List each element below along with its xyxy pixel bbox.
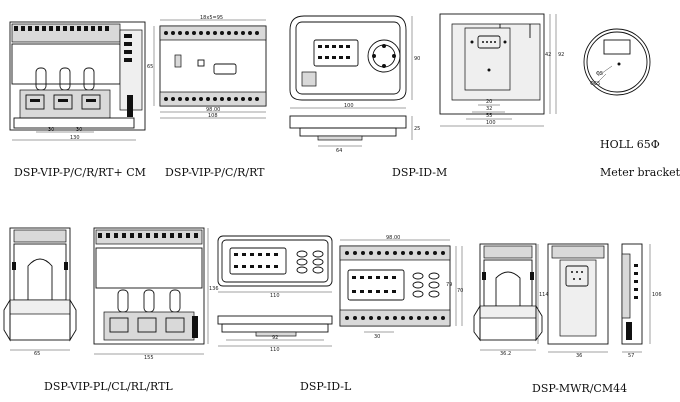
dim-idl-top: 98.00: [386, 235, 400, 241]
drawing-meter-bracket: [439, 13, 557, 127]
dim-mwr-h2: 106: [652, 292, 662, 298]
drawing-vip: [153, 19, 267, 119]
dim-idl-h2: 70: [457, 288, 463, 294]
caption-vip: DSP-VIP-P/C/R/RT: [165, 166, 265, 179]
dim-idl-b2: 110: [270, 347, 280, 353]
drawing-id-l: [217, 235, 333, 347]
dim-br-32: 32: [486, 106, 492, 112]
caption-vip-cm: DSP-VIP-P/C/R/RT+ CM: [14, 166, 146, 179]
dim-vip-b2: 108: [208, 113, 218, 119]
drawing-pl-front: [93, 227, 209, 355]
dim-pl-h: 136: [209, 286, 219, 292]
dim-holl-a: Φ5: [596, 71, 603, 77]
drawing-vip-cm: [9, 21, 146, 141]
drawing-mwr-front: [537, 243, 609, 353]
dim-pl-total: 155: [144, 355, 154, 361]
dim-idm-w: 100: [344, 103, 354, 109]
dim-br-55: 55: [486, 113, 492, 119]
dim-mwr-h1: 114: [539, 292, 549, 298]
dim-idl-w: 110: [270, 293, 280, 299]
drawing-mwr-profile: [621, 243, 651, 353]
caption-mwr: DSP-MWR/CM44: [532, 382, 628, 395]
dim-cm-w2: 30: [76, 127, 82, 133]
caption-id-m: DSP-ID-M: [392, 166, 448, 179]
caption-vip-pl: DSP-VIP-PL/CL/RL/RTL: [44, 380, 173, 393]
dim-mwr-w3: 57: [628, 353, 634, 359]
dim-idm-h: 90: [414, 56, 420, 62]
dim-idl-h1: 79: [446, 282, 452, 288]
dim-idl-b1: 92: [272, 335, 278, 341]
dim-pl-w: 65: [34, 351, 40, 357]
drawing-id-l-module: [339, 239, 463, 333]
dim-holl-b: Φ65: [590, 81, 600, 87]
dim-mwr-w1: 36.2: [500, 351, 511, 357]
dim-vip-side: 65: [147, 64, 153, 70]
dim-vip-b1: 98.00: [206, 107, 220, 113]
drawing-pl-side: [3, 227, 77, 351]
dim-br-h1: 42: [545, 52, 551, 58]
dim-br-20: 20: [486, 99, 492, 105]
dim-idm-bh: 25: [414, 126, 420, 132]
dim-cm-w1: 30: [48, 127, 54, 133]
dim-idm-bw: 64: [336, 148, 342, 154]
dim-mwr-w2: 36: [576, 353, 582, 359]
caption-bracket: Meter bracket: [600, 166, 680, 179]
caption-holl: HOLL 65Φ: [600, 138, 660, 151]
dim-br-100: 100: [486, 120, 496, 126]
drawing-holl-65: [583, 28, 651, 96]
dim-vip-top: 18x5=95: [200, 15, 223, 21]
dim-cm-total: 130: [70, 135, 80, 141]
dim-idl-bot: 30: [374, 334, 380, 340]
dim-br-h2: 92: [558, 52, 564, 58]
drawing-mwr-side: [473, 243, 543, 351]
caption-id-l: DSP-ID-L: [300, 380, 352, 393]
drawing-id-m: [289, 15, 413, 147]
